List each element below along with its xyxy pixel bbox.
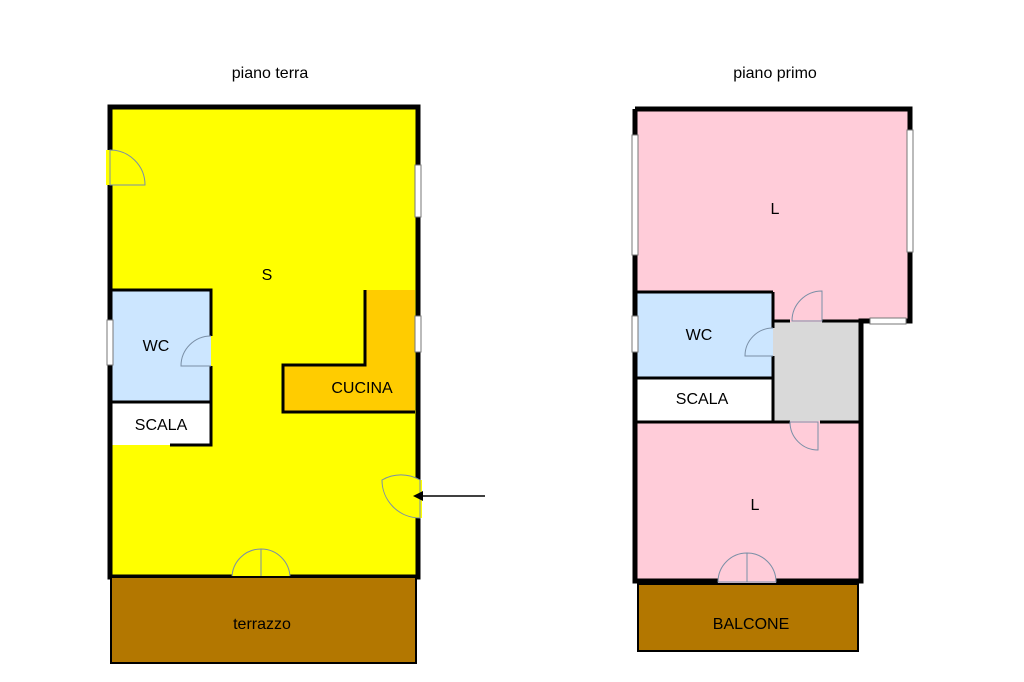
living-room-label: S — [262, 267, 273, 284]
wc-door-first — [744, 327, 774, 357]
first-floor-walls — [632, 106, 913, 584]
first-floor-plan: L WC SCALA L BALCONE — [631, 106, 914, 652]
kitchen-label: CUCINA — [331, 380, 393, 397]
stairs-label-first: SCALA — [676, 391, 729, 408]
window — [106, 319, 114, 366]
wc-label-first: WC — [686, 327, 713, 344]
wc-area-first — [636, 292, 772, 378]
balcony-door-right — [746, 552, 777, 583]
first-floor-title: piano primo — [733, 65, 817, 82]
window — [906, 129, 914, 253]
ground-floor-title: piano terra — [232, 65, 309, 82]
terrace-area — [110, 576, 417, 664]
window — [631, 315, 639, 353]
stairs-label: SCALA — [135, 417, 188, 434]
door-top-room — [791, 290, 823, 322]
ground-floor-plan: S WC SCALA CUCINA terrazzo — [106, 104, 485, 664]
terrace-door-right — [260, 548, 291, 579]
entrance-door — [381, 474, 421, 519]
window — [869, 317, 907, 325]
window — [414, 315, 422, 353]
wc-label: WC — [143, 338, 170, 355]
bedroom-bottom-label: L — [751, 497, 760, 514]
hallway-area — [773, 322, 860, 421]
door — [109, 149, 146, 186]
balcony-label: BALCONE — [713, 616, 789, 633]
bedroom-top-area — [635, 109, 910, 321]
wc-door — [180, 335, 212, 367]
terrace-label: terrazzo — [233, 616, 291, 633]
door-bottom-room — [789, 421, 819, 451]
stairs-area — [112, 402, 211, 445]
bedroom-top-label: L — [771, 201, 780, 218]
kitchen-area — [283, 290, 415, 412]
balcony-area — [637, 583, 859, 652]
window — [414, 164, 422, 218]
arrow-head-icon — [413, 491, 423, 501]
stairs-area-first — [636, 378, 772, 421]
window — [631, 134, 639, 256]
